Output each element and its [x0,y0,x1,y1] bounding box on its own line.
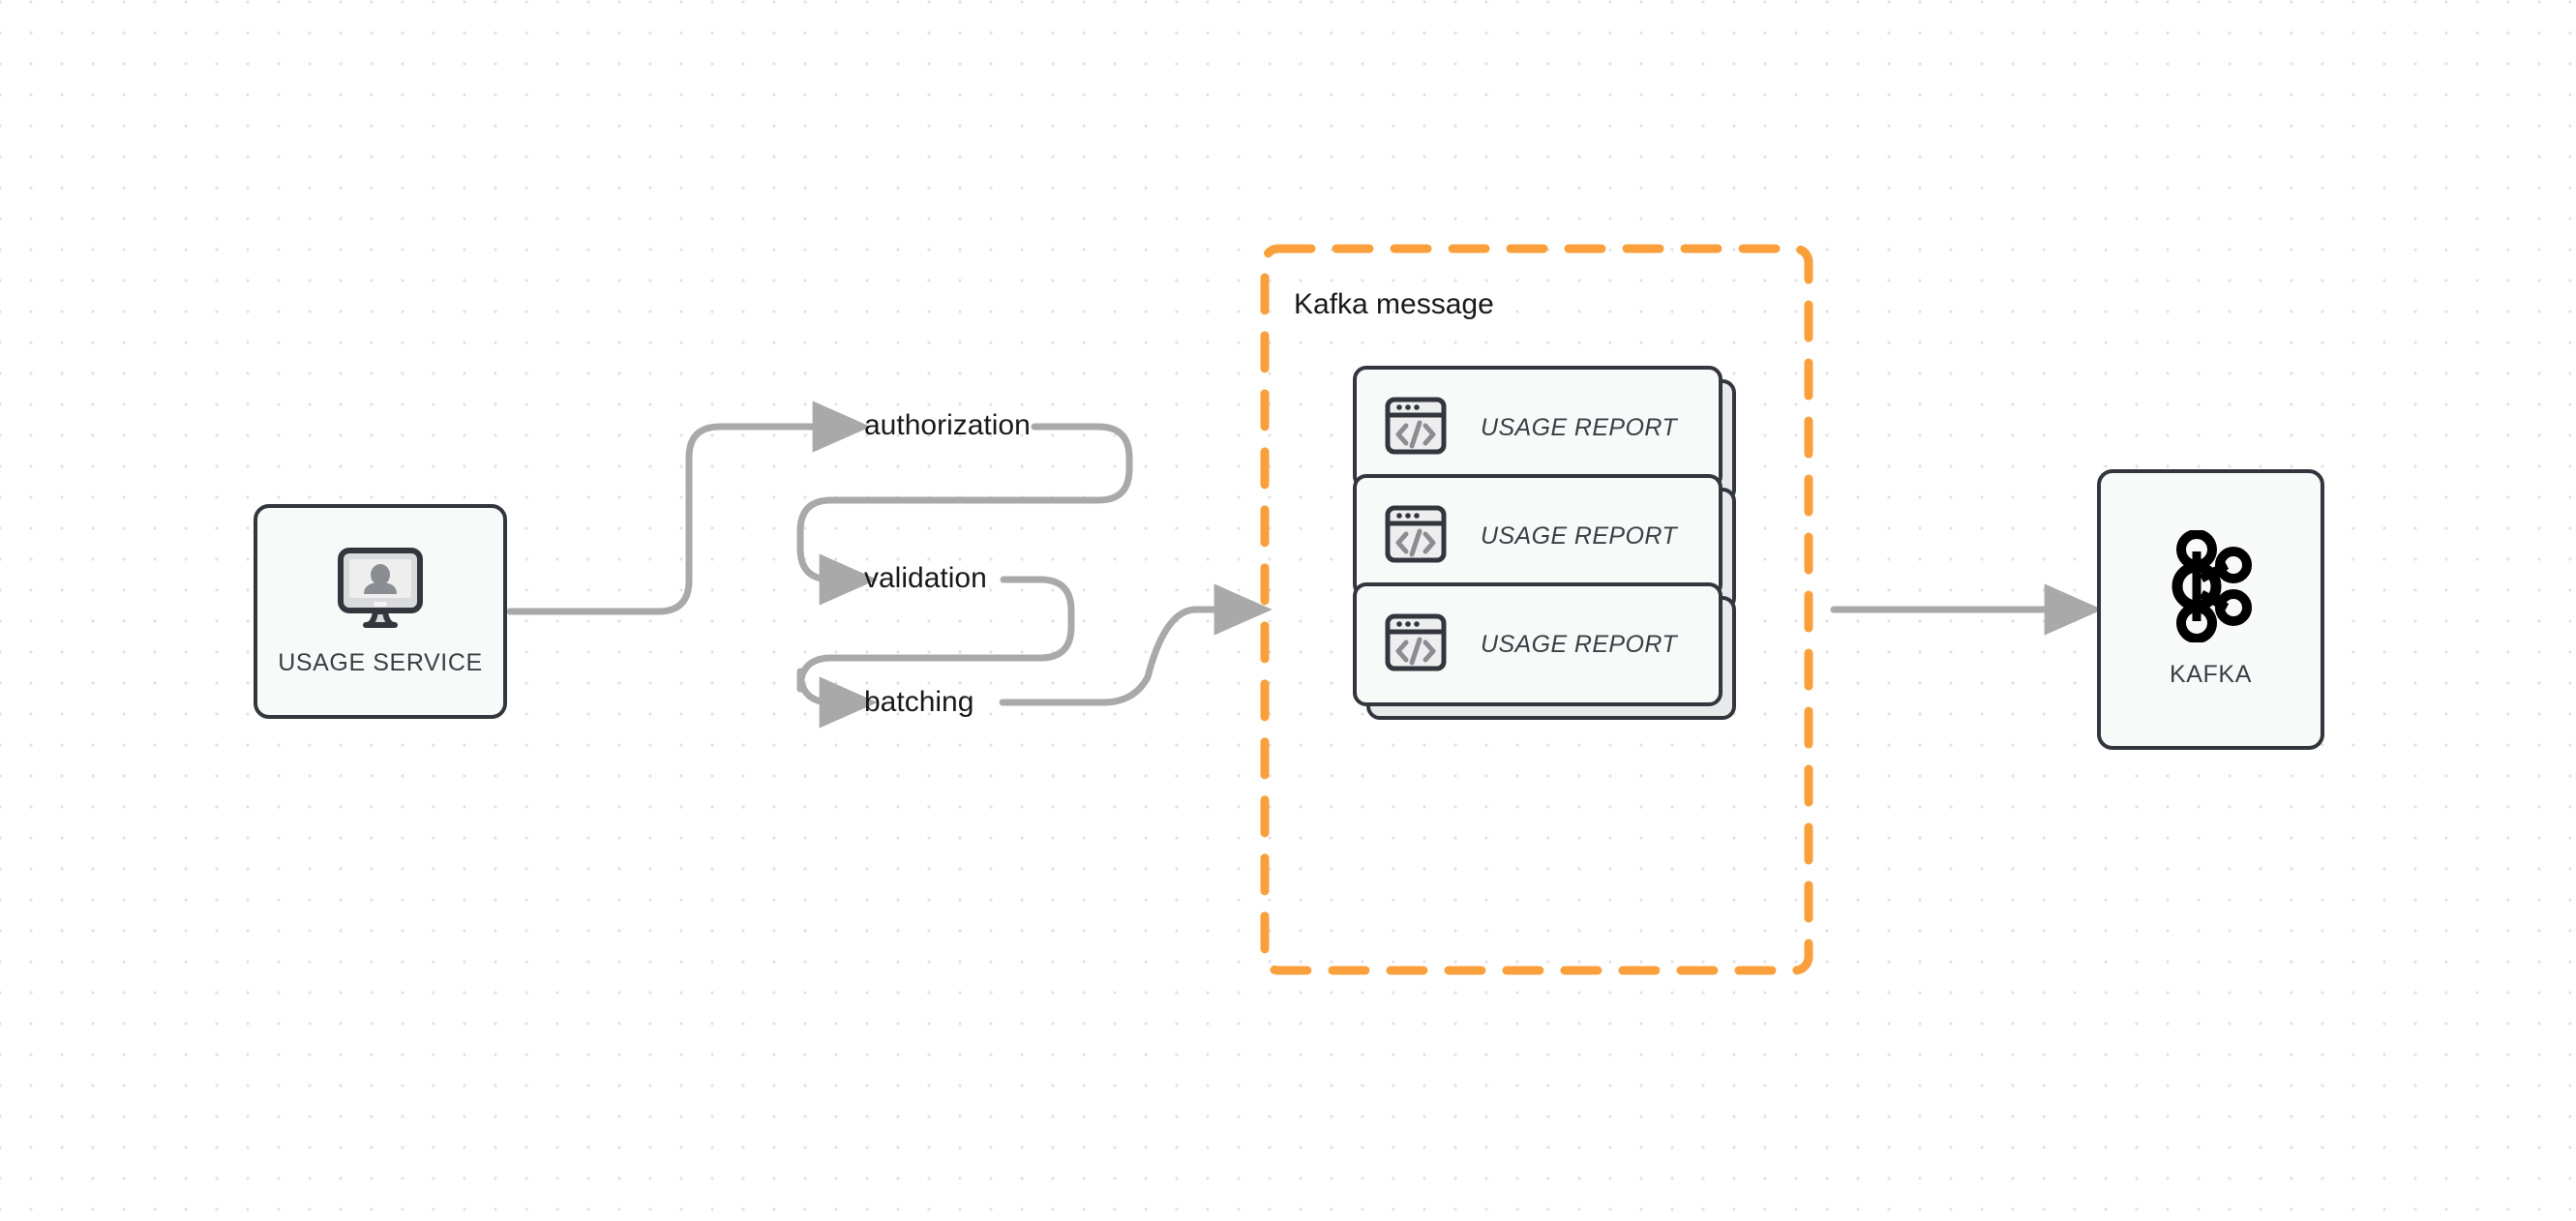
dashed-border [1260,244,1813,975]
usage-report-card[interactable]: USAGE REPORT [1353,366,1736,503]
card-front[interactable]: USAGE REPORT [1353,366,1722,490]
kafka-logo-icon [2165,529,2258,647]
usage-report-label: USAGE REPORT [1481,521,1677,550]
monitor-user-icon [334,546,427,636]
edge-authorization-to-validation [796,423,1133,606]
node-kafka[interactable]: KAFKA [2097,469,2324,750]
node-label: USAGE SERVICE [278,649,483,676]
pipeline-step-validation[interactable]: validation [864,562,987,594]
usage-report-card[interactable]: USAGE REPORT [1353,474,1736,611]
code-window-icon [1384,502,1448,571]
card-front[interactable]: USAGE REPORT [1353,474,1722,598]
usage-report-label: USAGE REPORT [1481,413,1677,441]
edge-batching-to-kafka-message [999,583,1273,706]
kafka-message-group[interactable]: Kafka message [1260,244,1813,975]
edge-usage-service-to-authorization [506,401,871,615]
node-label: KAFKA [2170,661,2252,688]
code-window-icon [1384,610,1448,679]
usage-report-label: USAGE REPORT [1481,630,1677,658]
code-window-icon [1384,394,1448,462]
pipeline-step-batching[interactable]: batching [864,686,974,718]
usage-report-card[interactable]: USAGE REPORT [1353,582,1736,720]
kafka-message-title: Kafka message [1294,288,1494,320]
pipeline-step-authorization[interactable]: authorization [864,409,1031,441]
card-front[interactable]: USAGE REPORT [1353,582,1722,706]
edge-validation-to-batching [796,576,1075,729]
node-usage-service[interactable]: USAGE SERVICE [254,504,507,719]
